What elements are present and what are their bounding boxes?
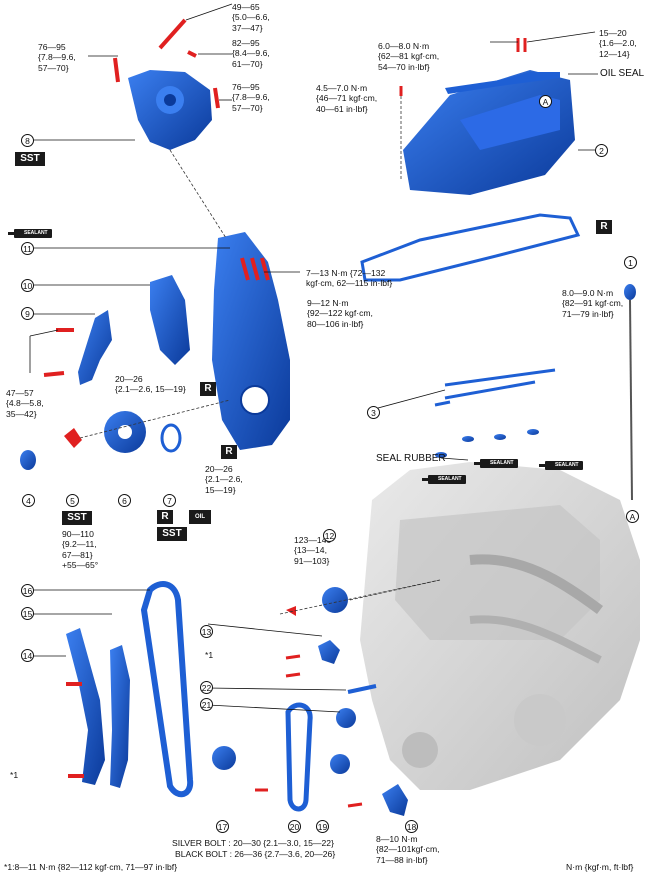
engine-block — [360, 462, 640, 790]
torque-black-bolt: BLACK BOLT : 26—36 {2.7—3.6, 20—26} — [175, 849, 336, 859]
torque-pump-bolt-right: 76—95 {7.8—9.6, 57—70} — [232, 82, 270, 113]
star1-label-b: *1 — [10, 770, 19, 780]
r-tag-plug-a: R — [200, 382, 216, 396]
callout-10: 10 — [21, 279, 34, 292]
cam-bolt — [286, 606, 296, 616]
torque-cover-6-8: 6.0—8.0 N·m {62—81 kgf·cm, 54—70 in·lbf} — [378, 41, 440, 72]
sealant-tag-2: SEALANT — [422, 475, 466, 484]
callout-15: 15 — [21, 607, 34, 620]
pin-part-22 — [347, 684, 377, 694]
bracket-part-10 — [150, 275, 190, 365]
callout-7: 7 — [163, 494, 176, 507]
ref-a-marker-bottom: A — [626, 510, 639, 523]
washer-part-4 — [20, 450, 36, 470]
cylinder-head-cover-part-2 — [403, 70, 575, 195]
front-cover-part-11 — [212, 232, 290, 450]
sealant-tag-3: SEALANT — [474, 459, 518, 468]
tensioner-part-13 — [318, 640, 340, 664]
torque-cam-bolt: 123—140 {13—14, 91—103} — [294, 535, 332, 566]
bolt-part-5 — [64, 428, 82, 448]
callout-1: 1 — [624, 256, 637, 269]
torque-crank-bolt: 90—110 {9.2—11, 67—81} +55—65° — [62, 529, 99, 570]
sealant-tag-1: SEALANT — [8, 229, 52, 238]
callout-21: 21 — [200, 698, 213, 711]
torque-idler: 8—10 N·m {82—101kgf·cm, 71—88 in·lbf} — [376, 834, 440, 865]
tensioner-part-9 — [78, 310, 112, 385]
torque-gasket-8-9: 8.0—9.0 N·m {82—91 kgf·cm, 71—79 in·lbf} — [562, 288, 624, 319]
pump-bolts — [113, 18, 220, 109]
torque-plug-b: 20—26 {2.1—2.6, 15—19} — [205, 464, 243, 495]
torque-front-cover: 7—13 N·m {72—132 kgf·cm, 62—115 in·lbf} — [306, 268, 393, 289]
callout-6: 6 — [118, 494, 131, 507]
oil-tag: OIL — [189, 510, 211, 524]
ref-a-marker-top: A — [539, 95, 552, 108]
guide-bolts — [66, 682, 84, 778]
torque-cover-4-5-7: 4.5—7.0 N·m {46—71 kgf·cm, 40—61 in·lbf} — [316, 83, 378, 114]
oil-seal-strip — [445, 72, 560, 94]
callout-9: 9 — [21, 307, 34, 320]
callout-8: 8 — [21, 134, 34, 147]
tensioner-bolts — [43, 328, 74, 377]
lower-bolts — [255, 788, 363, 808]
sst-tag-crank: SST — [62, 511, 92, 525]
star1-label-a: *1 — [205, 650, 214, 660]
chain-tensioner-part-18 — [382, 784, 408, 816]
cam-sprocket-part-12 — [322, 587, 348, 613]
callout-17: 17 — [216, 820, 229, 833]
callout-3: 3 — [367, 406, 380, 419]
gasket-strips-part-3 — [434, 368, 556, 407]
torque-pump-bolt-left: 76—95 {7.8—9.6, 57—70} — [38, 42, 76, 73]
torque-gasket-9-12: 9—12 N·m {92—122 kgf·cm, 80—106 in·lbf} — [307, 298, 373, 329]
oil-pump-chain-part-20 — [285, 702, 313, 812]
callout-14: 14 — [21, 649, 34, 662]
footnote: *1:8—11 N·m {82—112 kgf·cm, 71—97 in·lbf… — [4, 862, 178, 872]
r-tag-gasket: R — [596, 220, 612, 234]
timing-chain-part-16 — [140, 581, 194, 798]
oil-seal-label: OIL SEAL — [600, 68, 645, 79]
callout-5: 5 — [66, 494, 79, 507]
cover-bolts — [399, 38, 527, 96]
torque-tensioner: 47—57 {4.8—5.8, 35—42} — [6, 388, 44, 419]
chain-guide-part-15 — [110, 645, 130, 788]
dashed-lines — [79, 96, 441, 615]
sst-tag-seal: SST — [157, 527, 187, 541]
callout-19: 19 — [316, 820, 329, 833]
callout-11: 11 — [21, 242, 34, 255]
torque-cover-15-20: 15—20 {1.6—2.0, 12—14} — [599, 28, 637, 59]
callout-4: 4 — [22, 494, 35, 507]
callout-18: 18 — [405, 820, 418, 833]
torque-silver-bolt: SILVER BOLT : 20—30 {2.1—3.0, 15—22} — [172, 838, 334, 848]
oil-pump-part-8 — [128, 70, 212, 150]
torque-pump-bolt-mid: 82—95 {8.4—9.6, 61—70} — [232, 38, 270, 69]
part13-bolts — [285, 654, 301, 678]
torque-pump-bolt-top: 49—65 {5.0—6.6, 37—47} — [232, 2, 270, 33]
callout-13: 13 — [200, 625, 213, 638]
callout-12: 12 — [323, 529, 336, 542]
callout-16: 16 — [21, 584, 34, 597]
sprocket-part-19 — [330, 754, 350, 774]
cover-gasket — [360, 213, 581, 282]
callout-20: 20 — [288, 820, 301, 833]
r-tag-plug-b: R — [221, 445, 237, 459]
dipstick-part-1 — [624, 284, 636, 501]
crank-pulley-part-6 — [104, 411, 146, 453]
leader-lines — [29, 3, 598, 713]
sst-tag-pump: SST — [15, 152, 45, 166]
callout-22: 22 — [200, 681, 213, 694]
sealant-tag-4: SEALANT — [539, 461, 583, 470]
chain-guide-part-14 — [66, 628, 105, 785]
r-tag-seal: R — [157, 510, 173, 524]
sprocket-part-17 — [212, 746, 236, 770]
torque-plug-a: 20—26 {2.1—2.6, 15—19} — [115, 374, 186, 395]
callout-2: 2 — [595, 144, 608, 157]
seal-rubber-label: SEAL RUBBER — [376, 453, 446, 464]
seal-rubbers — [435, 429, 539, 458]
units-note: N·m {kgf·m, ft·lbf} — [566, 862, 634, 872]
front-cover-bolts — [240, 257, 270, 281]
seal-part-7 — [160, 423, 182, 453]
sprocket-part-21 — [336, 708, 356, 728]
